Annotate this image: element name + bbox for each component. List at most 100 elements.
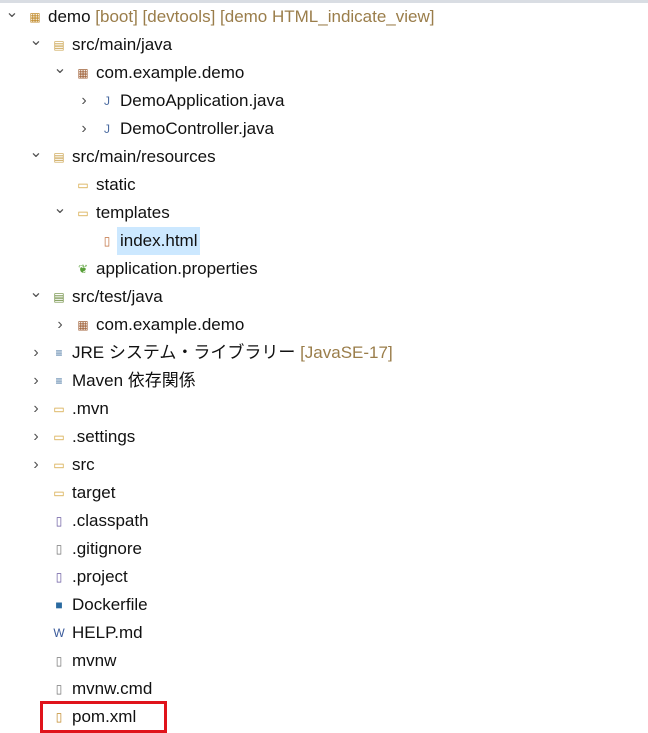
tree-item-label: .project	[72, 567, 128, 586]
chevron-right-icon[interactable]: ›	[33, 344, 39, 361]
tree-item[interactable]: ❦application.properties	[0, 255, 648, 283]
tree-item[interactable]: ■ Dockerfile	[0, 591, 648, 619]
chevron-right-icon[interactable]: ›	[33, 400, 39, 417]
item-label-wrap[interactable]: com.example.demo	[93, 311, 247, 339]
item-label-wrap[interactable]: templates	[93, 199, 173, 227]
chevron-down-icon[interactable]: ⌄	[53, 200, 67, 217]
tree-item-label: .mvn	[72, 399, 109, 418]
chevron-right-icon[interactable]: ›	[33, 456, 39, 473]
item-label-wrap[interactable]: JRE システム・ライブラリー [JavaSE-17]	[69, 339, 396, 367]
chevron-right-icon[interactable]: ›	[81, 120, 87, 137]
item-label-wrap[interactable]: HELP.md	[69, 619, 146, 647]
item-label-wrap[interactable]: src/test/java	[69, 283, 166, 311]
tree-item[interactable]: ▯ .gitignore	[0, 535, 648, 563]
chevron-right-icon[interactable]: ›	[81, 92, 87, 109]
item-label-wrap[interactable]: src/main/resources	[69, 143, 219, 171]
tree-item[interactable]: › ≡ JRE システム・ライブラリー [JavaSE-17]	[0, 339, 648, 367]
item-label-wrap[interactable]: application.properties	[93, 255, 261, 283]
item-label-wrap[interactable]: static	[93, 171, 139, 199]
tree-item[interactable]: ›≡Maven 依存関係	[0, 367, 648, 395]
item-label-wrap[interactable]: .project	[69, 563, 131, 591]
folder-icon: ▭	[53, 458, 65, 472]
item-label-wrap[interactable]: mvnw	[69, 647, 119, 675]
tree-item[interactable]: ▯ .project	[0, 563, 648, 591]
tree-item-label: com.example.demo	[96, 315, 245, 334]
tree-item[interactable]: ▯ .classpath	[0, 507, 648, 535]
item-label-wrap[interactable]: .classpath	[69, 507, 152, 535]
tree-item[interactable]: ▯ mvnw.cmd	[0, 675, 648, 703]
tree-item[interactable]: W HELP.md	[0, 619, 648, 647]
tree-item[interactable]: ▯ pom.xml	[0, 703, 648, 731]
tree-item-label: templates	[96, 203, 170, 222]
tree-item[interactable]: ⌄ ▤ src/main/java	[0, 31, 648, 59]
tree-item-label: src/main/resources	[72, 147, 216, 166]
chevron-down-icon[interactable]: ⌄	[5, 4, 19, 21]
item-label-wrap[interactable]: .settings	[69, 423, 138, 451]
folder-icon: ▭	[77, 206, 89, 220]
item-label-wrap[interactable]: com.example.demo	[93, 59, 247, 87]
item-label-wrap[interactable]: src/main/java	[69, 31, 175, 59]
item-label-wrap[interactable]: mvnw.cmd	[69, 675, 155, 703]
library-icon: ≡	[55, 346, 63, 360]
tree-item[interactable]: › ▭ src	[0, 451, 648, 479]
item-label-wrap[interactable]: target	[69, 479, 118, 507]
tree-item[interactable]: ⌄ ▭ templates	[0, 199, 648, 227]
chevron-down-icon[interactable]: ⌄	[29, 144, 43, 161]
folder-icon: ▭	[53, 402, 65, 416]
maven-pom-icon: ▯	[55, 710, 63, 724]
tree-item[interactable]: ›▭.settings	[0, 423, 648, 451]
text-file-icon: ▯	[55, 682, 63, 696]
tree-item-label: pom.xml	[72, 707, 137, 726]
project-explorer-tree[interactable]: ⌄▦demo [boot] [devtools] [demo HTML_indi…	[0, 3, 648, 731]
item-label-wrap[interactable]: pom.xml	[69, 703, 139, 731]
item-label-wrap[interactable]: .gitignore	[69, 535, 145, 563]
tree-item-label: application.properties	[96, 259, 258, 278]
tree-item[interactable]: › ▭ .mvn	[0, 395, 648, 423]
xml-file-icon: ▯	[55, 514, 63, 528]
item-label-wrap[interactable]: DemoController.java	[117, 115, 277, 143]
text-file-icon: ▯	[55, 654, 63, 668]
tree-item[interactable]: ▭static	[0, 171, 648, 199]
selected-item-label[interactable]: index.html	[117, 227, 201, 255]
chevron-down-icon[interactable]: ⌄	[53, 60, 67, 77]
tree-item[interactable]: ▯index.html	[0, 227, 648, 255]
item-label-wrap[interactable]: demo [boot] [devtools] [demo HTML_indica…	[45, 3, 438, 31]
chevron-right-icon[interactable]: ›	[57, 316, 63, 333]
source-folder-icon: ▤	[53, 38, 65, 52]
tree-item[interactable]: ▯ mvnw	[0, 647, 648, 675]
chevron-right-icon[interactable]: ›	[33, 428, 39, 445]
tree-item-label: .classpath	[72, 511, 149, 530]
tree-item-label: JRE システム・ライブラリー	[72, 343, 296, 362]
item-label-wrap[interactable]: .mvn	[69, 395, 112, 423]
tree-item[interactable]: ⌄ ▤ src/test/java	[0, 283, 648, 311]
test-source-folder-icon: ▤	[53, 290, 65, 304]
tree-item[interactable]: ›▦com.example.demo	[0, 311, 648, 339]
chevron-down-icon[interactable]: ⌄	[29, 32, 43, 49]
tree-item-label: HELP.md	[72, 623, 143, 642]
tree-item-label: com.example.demo	[96, 63, 245, 82]
item-label-wrap[interactable]: src	[69, 451, 98, 479]
tree-item-label: src/main/java	[72, 35, 173, 54]
xml-file-icon: ▯	[55, 570, 63, 584]
tree-item[interactable]: ⌄▦com.example.demo	[0, 59, 648, 87]
tree-item-label: mvnw	[72, 651, 117, 670]
chevron-down-icon[interactable]: ⌄	[29, 284, 43, 301]
chevron-right-icon[interactable]: ›	[33, 372, 39, 389]
text-file-icon: ▯	[55, 542, 63, 556]
source-folder-icon: ▤	[53, 150, 65, 164]
tree-item-decoration: [JavaSE-17]	[300, 343, 393, 362]
item-label-wrap[interactable]: Dockerfile	[69, 591, 151, 619]
tree-item[interactable]: ▭target	[0, 479, 648, 507]
docker-file-icon: ■	[55, 598, 63, 612]
item-label-wrap[interactable]: DemoApplication.java	[117, 87, 287, 115]
tree-item[interactable]: ⌄ ▤ src/main/resources	[0, 143, 648, 171]
tree-item[interactable]: ⌄▦demo [boot] [devtools] [demo HTML_indi…	[0, 3, 648, 31]
item-label-wrap[interactable]: Maven 依存関係	[69, 367, 199, 395]
markdown-file-icon: W	[53, 626, 65, 640]
tree-item-label: static	[96, 175, 136, 194]
view-top-border	[0, 0, 648, 3]
tree-item-label: Maven 依存関係	[72, 371, 196, 390]
tree-item-label: mvnw.cmd	[72, 679, 153, 698]
